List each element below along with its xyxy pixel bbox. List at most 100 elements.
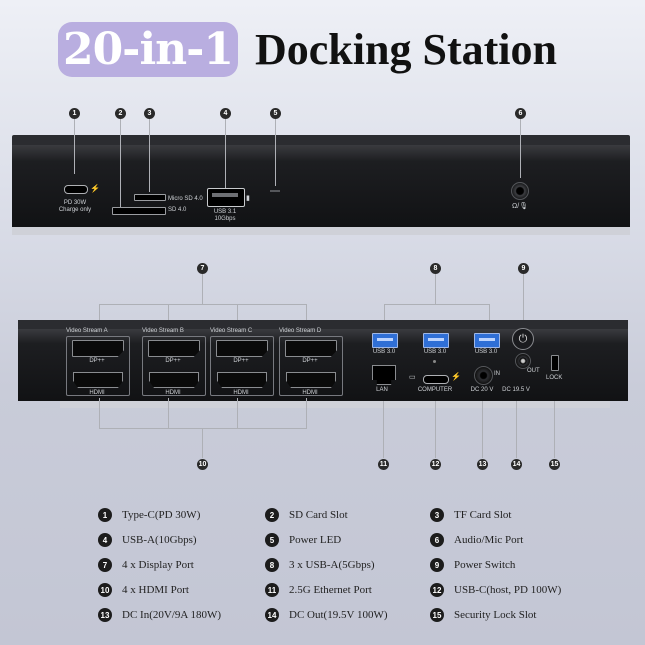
callout-11: 11	[378, 459, 389, 470]
usb30-label-1: USB 3.0	[372, 349, 396, 355]
legend-text: 4 x HDMI Port	[122, 584, 189, 596]
hdmi-port-c	[217, 372, 267, 388]
hdmi-port-b	[149, 372, 199, 388]
front-panel-diagram: 1 2 3 4 5 6 ⚡ PD 30W Charge only Micro S…	[0, 100, 645, 240]
legend-text: Power Switch	[454, 559, 516, 571]
sd-slot	[112, 207, 166, 215]
callout-9: 9	[518, 263, 529, 274]
legend-text: 4 x Display Port	[122, 559, 194, 571]
back-dock-base	[60, 401, 610, 408]
video-stream-c: Video Stream C DP++ HDMI	[210, 328, 275, 396]
legend-item-13: 13 DC In(20V/9A 180W)	[98, 608, 221, 622]
dp-label: DP++	[89, 358, 105, 364]
lock-label: LOCK	[546, 375, 563, 381]
front-dock-top	[12, 135, 630, 145]
legend-item-7: 7 4 x Display Port	[98, 558, 194, 572]
legend-text: DC Out(19.5V 100W)	[289, 609, 388, 621]
stream-b-label: Video Stream B	[142, 328, 184, 334]
usb-a-5gbps-port-1	[372, 333, 398, 348]
stream-d-label: Video Stream D	[279, 328, 322, 334]
callout-1: 1	[69, 108, 80, 119]
callout-13: 13	[477, 459, 488, 470]
legend-num: 8	[265, 558, 279, 572]
thunder-icon: ⚡	[90, 184, 100, 193]
callout-5: 5	[270, 108, 281, 119]
microsd-label: Micro SD 4.0	[168, 196, 203, 202]
headset-mic-icon: Ω/🎙	[511, 203, 529, 210]
legend-num: 1	[98, 508, 112, 522]
callout-4: 4	[220, 108, 231, 119]
typec-label-1: PD 30W	[63, 200, 87, 206]
legend-num: 5	[265, 533, 279, 547]
displayport-a	[72, 340, 124, 357]
stream-c-label: Video Stream C	[210, 328, 253, 334]
usb-a-5gbps-port-2	[423, 333, 449, 348]
legend-text: 3 x USB-A(5Gbps)	[289, 559, 375, 571]
typec-port	[64, 185, 88, 194]
back-dock-top	[18, 320, 628, 329]
legend-num: 9	[430, 558, 444, 572]
callout-8: 8	[430, 263, 441, 274]
legend-text: Audio/Mic Port	[454, 534, 524, 546]
displayport-b	[148, 340, 200, 357]
dp-label: DP++	[165, 358, 181, 364]
laptop-icon: ▭	[409, 374, 416, 381]
legend-text: Power LED	[289, 534, 342, 546]
dp-label: DP++	[302, 358, 318, 364]
thunder-icon: ⚡	[451, 372, 461, 381]
ethernet-port	[372, 365, 396, 385]
legend-num: 4	[98, 533, 112, 547]
legend-text: USB-A(10Gbps)	[122, 534, 197, 546]
legend-item-3: 3 TF Card Slot	[430, 508, 511, 522]
front-dock-base	[12, 227, 630, 235]
callout-15: 15	[549, 459, 560, 470]
page-title: Docking Station	[255, 25, 557, 74]
legend-text: SD Card Slot	[289, 509, 348, 521]
legend-num: 3	[430, 508, 444, 522]
hdmi-label: HDMI	[233, 390, 249, 396]
back-panel-diagram: 7 8 9 Video Stream A DP++ HDMI Video Str…	[0, 258, 645, 478]
power-indicator	[433, 360, 436, 363]
legend-text: TF Card Slot	[454, 509, 512, 521]
dc-out-jack	[515, 353, 531, 369]
computer-label: COMPUTER	[417, 387, 453, 393]
dp-label: DP++	[233, 358, 249, 364]
power-led	[270, 190, 280, 192]
legend-num: 10	[98, 583, 112, 597]
legend-item-4: 4 USB-A(10Gbps)	[98, 533, 197, 547]
out-label: OUT	[527, 368, 540, 374]
hdmi-label: HDMI	[165, 390, 181, 396]
legend-text: DC In(20V/9A 180W)	[122, 609, 221, 621]
video-stream-b: Video Stream B DP++ HDMI	[142, 328, 207, 396]
usb-a-5gbps-port-3	[474, 333, 500, 348]
lan-label: LAN	[376, 387, 388, 393]
legend-num: 13	[98, 608, 112, 622]
legend-num: 7	[98, 558, 112, 572]
microsd-slot	[134, 194, 166, 201]
callout-3: 3	[144, 108, 155, 119]
usb-c-host-port	[423, 375, 449, 384]
callout-2: 2	[115, 108, 126, 119]
legend-num: 2	[265, 508, 279, 522]
legend-item-2: 2 SD Card Slot	[265, 508, 348, 522]
video-stream-a: Video Stream A DP++ HDMI	[66, 328, 131, 396]
front-dock-body	[12, 145, 630, 227]
callout-12: 12	[430, 459, 441, 470]
stream-a-label: Video Stream A	[66, 328, 108, 334]
legend-item-8: 8 3 x USB-A(5Gbps)	[265, 558, 375, 572]
legend-num: 6	[430, 533, 444, 547]
security-lock-slot	[551, 355, 559, 371]
battery-icon: ▮	[246, 195, 250, 202]
legend-item-10: 10 4 x HDMI Port	[98, 583, 189, 597]
legend-item-9: 9 Power Switch	[430, 558, 515, 572]
typec-label-2: Charge only	[58, 207, 92, 213]
legend-num: 12	[430, 583, 444, 597]
callout-14: 14	[511, 459, 522, 470]
legend-item-5: 5 Power LED	[265, 533, 341, 547]
sd-label: SD 4.0	[168, 207, 187, 213]
